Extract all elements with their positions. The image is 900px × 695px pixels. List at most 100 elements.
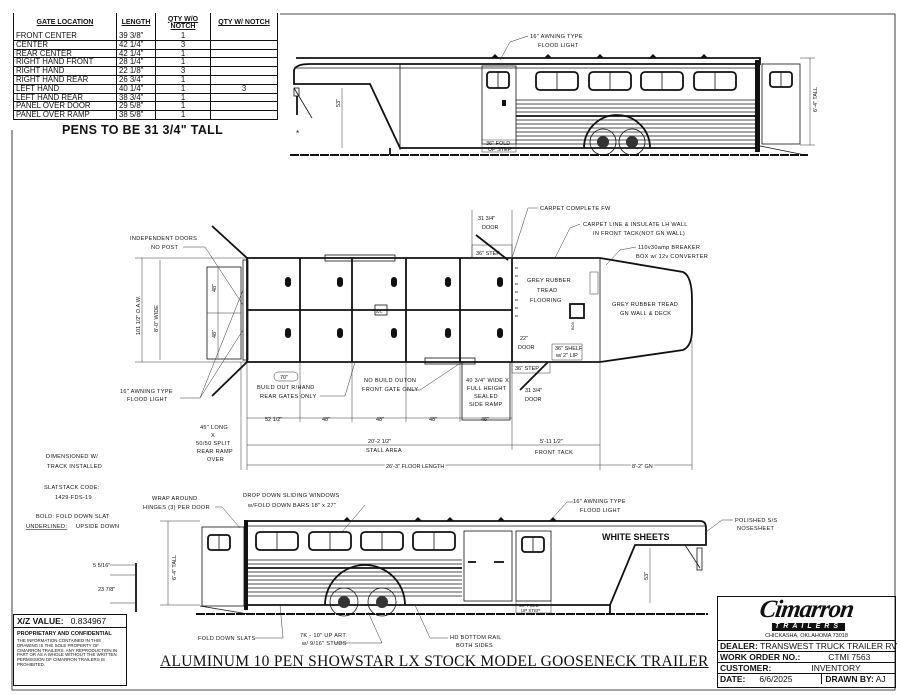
cell-location: RIGHT HAND REAR [13,75,117,85]
tread-label-2: TREAD [537,288,557,294]
customer-label: CUSTOMER: [720,663,772,673]
independent-doors-label-2: NO POST [151,245,179,251]
cell-qty-w [210,110,278,120]
flood-light-label-2: FLOOD LIGHT [538,43,579,49]
stall-dim: 52 1/2" [265,417,282,423]
gn-dim: 8'-2" GN [632,464,653,470]
stall-dividers [247,258,513,362]
gn-tread-label-2: GN WALL & DECK [620,311,671,317]
customer-value: INVENTORY [811,663,861,673]
dimensioned-note-2: TRACK INSTALLED [47,464,102,470]
breaker-label: 110v30amp BREAKER [638,245,700,251]
no-build-label-2: FRONT GATE ONLY [362,387,418,393]
door-top-dim: 31 3/4" [478,216,495,222]
build-out-label: BUILD OUT R/HAND [257,385,315,391]
cell-location: LEFT HAND [13,84,117,94]
bottom-rail-label-2: BOTH SIDES [456,643,493,649]
side-ramp-label-3: SEALED [474,394,498,400]
ac-label: A/C [376,309,383,314]
slat-dim-1: 5 5/16" [93,563,110,569]
carpet-line-label: CARPET LINE & INSULATE LH WALL [583,222,688,228]
cell-length: 38 5/8" [116,110,156,120]
date-label: DATE: [720,674,746,684]
drawn-by-label: DRAWN BY: [825,674,874,684]
dimensioned-note: DIMENSIONED W/ [46,454,98,460]
gn-tread-label-1: GREY RUBBER TREAD [612,302,678,308]
cell-location: PANEL OVER RAMP [13,110,117,120]
rear-ramp-label-3: 50/50 SPLIT [196,441,231,447]
side-ramp [461,361,511,421]
drop-window-label-2: w/FOLD DOWN BARS 18" x 27" [247,503,336,509]
company-city: CHICKASHA, OKLAHOMA 73018 [765,633,848,639]
bottom-rail-label: HD BOTTOM RAIL [450,635,502,641]
dealer-row: DEALER: TRANSWEST TRUCK TRAILER RV [718,640,897,651]
dim-70: 70" [280,375,288,381]
dealer-value: TRANSWEST TRUCK TRAILER RV [760,641,897,651]
shelf-label-2: w/ 2" LIP [555,353,578,359]
sheet-border [11,13,896,691]
proprietary-box: X/Z VALUE: 0.834967 PROPRIETARY AND CONF… [13,614,127,686]
header-length: LENGTH [116,13,156,32]
cell-qty-wo: 1 [155,84,211,94]
tie-rings [285,277,503,338]
white-sheets-label: WHITE SHEETS [602,532,670,542]
bold-legend: BOLD: FOLD DOWN SLAT [36,514,110,520]
carpet-label: CARPET COMPLETE FW [540,206,611,212]
flood-light-label-2: FLOOD LIGHT [580,508,621,514]
wheels [583,114,651,156]
axle-label-2: w/ 9/16" STUDS [301,641,347,647]
step-label-2: UP STEP [488,147,512,153]
slatstack-code: 1429-FDS-19 [55,495,92,501]
work-order-value: CTMI 7563 [828,652,871,662]
cell-length: 42 1/4" [116,40,156,50]
tack-door [481,65,517,145]
door-bottom-label: DOOR [525,397,542,403]
rear-ramp-label-2: X [211,433,215,439]
stall-dim: 48" [429,417,437,423]
cell-qty-w [210,40,278,50]
dealer-label: DEALER: [720,641,758,651]
tall-label: 6'-4" TALL [813,87,819,112]
oaw-dim: 101 1/2" O.A.W. [136,295,142,335]
stall-dim: 46" [481,417,489,423]
flood-light-label: 16" AWNING TYPE [530,34,583,40]
floor-plan: 48" 48" A/C 40 3/4" WIDE X FULL HEIGHT S… [120,206,708,472]
ramp-dim-1: 48" [212,284,218,292]
step-bottom-label: 36" STEP [515,366,539,372]
rear-flood-label-2: FLOOD LIGHT [127,397,168,403]
drop-window-label: DROP DOWN SLIDING WINDOWS [243,493,340,499]
slats [248,559,462,597]
cell-qty-w [210,49,278,59]
header-gate-location: GATE LOCATION [13,13,117,32]
cell-qty-wo: 1 [155,110,211,120]
rear-door [761,63,801,145]
proprietary-title: PROPRIETARY AND CONFIDENTIAL [17,631,112,637]
door-top-label: DOOR [482,225,499,231]
logo-subtext: TRAILERS [772,623,845,631]
h53-label: 53" [644,572,650,580]
shelf-label-1: 36" SHELF [555,346,583,352]
side-ramp-label-1: 40 3/4" WIDE X [466,378,509,384]
slat-dim-2: 23 7/8" [98,587,115,593]
side-view-street: 53" 36" FOLD UP STEP [290,34,819,156]
wrap-label: WRAP AROUND [152,496,197,502]
header-qty-wo-notch: QTY W/O NOTCH [155,13,211,32]
cell-qty-w [210,66,278,76]
rear-flood-label: 16" AWNING TYPE [120,389,173,395]
breaker-label-2: BOX w/ 12v CONVERTER [636,254,708,260]
rear-ramp-label-4: REAR RAMP [197,449,233,455]
nosesheet-label-2: NOSESHEET [737,526,774,532]
customer-row: CUSTOMER: INVENTORY [718,662,895,673]
cell-qty-w [210,75,278,85]
tall-label: 6'-4" TALL [172,555,178,580]
stall-area-label: STALL AREA [366,448,402,454]
door-bottom-dim: 31 3/4" [525,388,542,394]
header-qty-w-notch: QTY W/ NOTCH [210,13,278,32]
independent-doors-label: INDEPENDENT DOORS [130,236,197,242]
cell-location: CENTER [13,40,117,50]
no-build-label: NO BUILD OUTON [364,378,416,384]
